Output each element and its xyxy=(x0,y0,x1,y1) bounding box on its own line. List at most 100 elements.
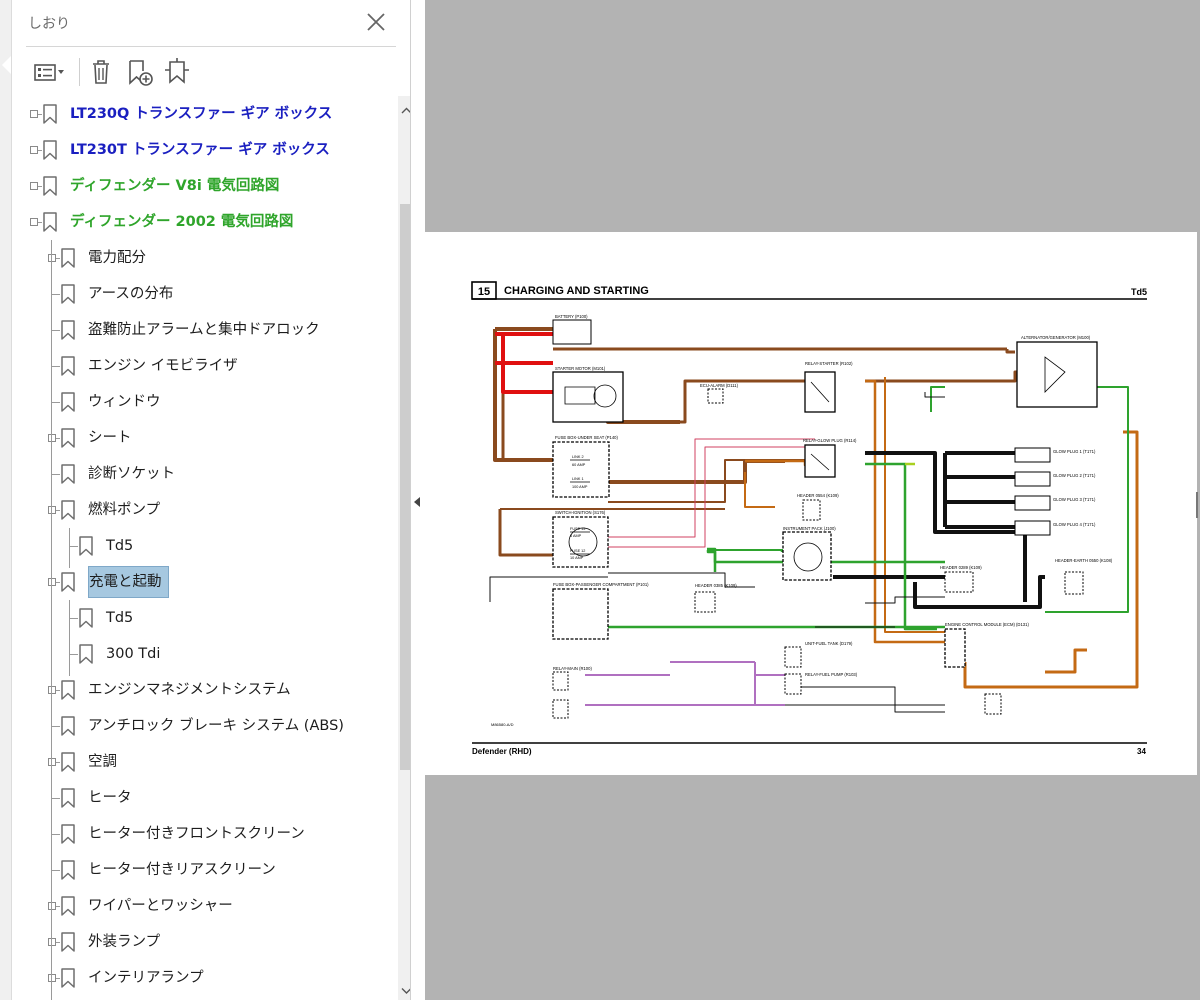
expand-toggle-icon[interactable] xyxy=(48,758,56,766)
bookmark-item[interactable]: 空調 xyxy=(12,744,387,780)
document-viewer[interactable]: 15 CHARGING AND STARTING Td5 Defender (R… xyxy=(425,0,1200,1000)
viewer-edge-marker xyxy=(1196,492,1198,518)
component-label: HEADER 0289 (K109) xyxy=(940,565,982,570)
component-label: ECU-ALARM (D111) xyxy=(700,383,739,388)
component-label: ALTERNATOR/GENERATOR (M100) xyxy=(1021,335,1091,340)
panel-pointer-icon xyxy=(2,56,11,74)
bookmark-label: アースの分布 xyxy=(88,286,174,302)
bookmark-item[interactable]: Td5 xyxy=(12,528,387,564)
bookmark-icon xyxy=(61,284,75,304)
bookmark-label: 充電と起動 xyxy=(88,566,169,598)
bookmark-item[interactable]: エンジン イモビライザ xyxy=(12,348,387,384)
bookmark-item[interactable]: Td5 xyxy=(12,600,387,636)
bookmark-item[interactable]: ヒータ xyxy=(12,780,387,816)
bookmark-item[interactable]: アンチロック ブレーキ システム (ABS) xyxy=(12,708,387,744)
component-label: GLOW PLUG 3 (T171) xyxy=(1053,497,1096,502)
bookmark-label: ウィンドウ xyxy=(88,394,161,410)
bookmark-item[interactable]: 診断ソケット xyxy=(12,456,387,492)
fuse-label: LINK 2 xyxy=(572,455,584,459)
bookmark-label: 診断ソケット xyxy=(88,466,175,482)
bookmark-item[interactable]: シート xyxy=(12,420,387,456)
scroll-down-button[interactable] xyxy=(398,982,415,999)
chevron-down-icon xyxy=(401,988,412,994)
bookmark-find-icon xyxy=(165,58,189,84)
bookmark-label: ディフェンダー V8i 電気回路図 xyxy=(70,178,280,194)
bookmark-label: ディフェンダー 2002 電気回路図 xyxy=(70,214,294,230)
bookmark-icon xyxy=(61,824,75,844)
expand-toggle-icon[interactable] xyxy=(48,434,56,442)
expand-toggle-icon[interactable] xyxy=(30,182,38,190)
bookmark-item[interactable]: 盗難防止アラームと集中ドアロック xyxy=(12,312,387,348)
panel-splitter[interactable] xyxy=(410,0,426,1000)
bookmark-item[interactable]: ウィンドウ xyxy=(12,384,387,420)
expand-toggle-icon[interactable] xyxy=(48,902,56,910)
bookmark-icon xyxy=(61,896,75,916)
page-number: 15 xyxy=(478,286,490,298)
diagram-title: CHARGING AND STARTING xyxy=(504,285,649,297)
close-panel-button[interactable] xyxy=(364,10,388,34)
expand-toggle-icon[interactable] xyxy=(30,218,38,226)
bookmarks-panel: しおり xyxy=(0,0,415,1000)
bookmark-icon xyxy=(61,716,75,736)
bookmark-item[interactable]: ディフェンダー 2002 電気回路図 xyxy=(12,204,387,240)
new-bookmark-button[interactable] xyxy=(123,56,155,88)
bookmark-icon xyxy=(61,572,75,592)
expand-toggle-icon[interactable] xyxy=(30,146,38,154)
bookmark-item[interactable]: エンジンマネジメントシステム xyxy=(12,672,387,708)
component-label: SWITCH-IGNITION (S176) xyxy=(555,510,606,515)
bookmark-item[interactable]: アースの分布 xyxy=(12,276,387,312)
bookmark-toolbar xyxy=(12,52,410,92)
expand-toggle-icon[interactable] xyxy=(30,110,38,118)
list-options-icon xyxy=(34,64,64,81)
bookmark-label: インテリアランプ xyxy=(88,970,204,986)
bookmark-label: アンチロック ブレーキ システム (ABS) xyxy=(88,718,344,734)
delete-bookmark-button[interactable] xyxy=(85,56,117,88)
bookmark-item[interactable]: 300 Tdi xyxy=(12,636,387,672)
panel-left-strip xyxy=(0,0,12,1000)
expand-toggle-icon[interactable] xyxy=(48,974,56,982)
bookmark-add-icon xyxy=(129,60,153,86)
bookmark-item[interactable]: 外装ランプ xyxy=(12,924,387,960)
fuse-label: 5 AMP xyxy=(570,534,582,538)
bookmark-item[interactable]: ヒーター付きリアスクリーン xyxy=(12,852,387,888)
expand-toggle-icon[interactable] xyxy=(48,578,56,586)
bookmark-item[interactable]: インテリアランプ xyxy=(12,960,387,996)
diagram-engine: Td5 xyxy=(1131,287,1147,297)
component-label: INSTRUMENT PACK (J100) xyxy=(783,526,836,531)
scroll-up-button[interactable] xyxy=(398,102,415,119)
bookmark-icon xyxy=(61,788,75,808)
expand-toggle-icon[interactable] xyxy=(48,938,56,946)
bookmark-item[interactable]: 燃料ポンプ xyxy=(12,492,387,528)
trash-icon xyxy=(93,60,109,84)
component-label: GLOW PLUG 2 (T171) xyxy=(1053,473,1096,478)
bookmark-icon xyxy=(61,464,75,484)
component-label: GLOW PLUG 4 (T171) xyxy=(1053,522,1096,527)
options-menu-button[interactable] xyxy=(30,56,70,88)
bookmark-label: ワイパーとワッシャー xyxy=(88,898,233,914)
fuse-label: FUSE 15 xyxy=(570,527,585,531)
bookmark-label: 燃料ポンプ xyxy=(88,502,161,518)
bookmark-item[interactable]: LT230T トランスファー ギア ボックス xyxy=(12,132,387,168)
panel-title: しおり xyxy=(28,16,70,32)
bookmark-item[interactable]: ディフェンダー V8i 電気回路図 xyxy=(12,168,387,204)
toolbar-separator xyxy=(79,58,80,86)
bookmark-icon xyxy=(61,248,75,268)
component-label: HEADER 0385 (K109) xyxy=(695,583,737,588)
bookmark-item[interactable]: 電力配分 xyxy=(12,240,387,276)
expand-toggle-icon[interactable] xyxy=(48,254,56,262)
find-current-bookmark-button[interactable] xyxy=(161,56,193,88)
bookmark-item[interactable]: ヒーター付きフロントスクリーン xyxy=(12,816,387,852)
collapse-panel-arrow-icon[interactable] xyxy=(414,497,420,507)
bookmark-item[interactable]: ワイパーとワッシャー xyxy=(12,888,387,924)
scroll-thumb[interactable] xyxy=(400,204,413,770)
component-label: GLOW PLUG 1 (T171) xyxy=(1053,449,1096,454)
bookmark-icon xyxy=(61,968,75,988)
bookmark-item[interactable]: 充電と起動 xyxy=(12,564,387,600)
bookmark-label: ヒータ xyxy=(88,790,132,806)
bookmark-icon xyxy=(61,392,75,412)
expand-toggle-icon[interactable] xyxy=(48,506,56,514)
component-label: STARTER MOTOR (M101) xyxy=(555,366,606,371)
expand-toggle-icon[interactable] xyxy=(48,686,56,694)
bookmark-item[interactable]: LT230Q トランスファー ギア ボックス xyxy=(12,96,387,132)
